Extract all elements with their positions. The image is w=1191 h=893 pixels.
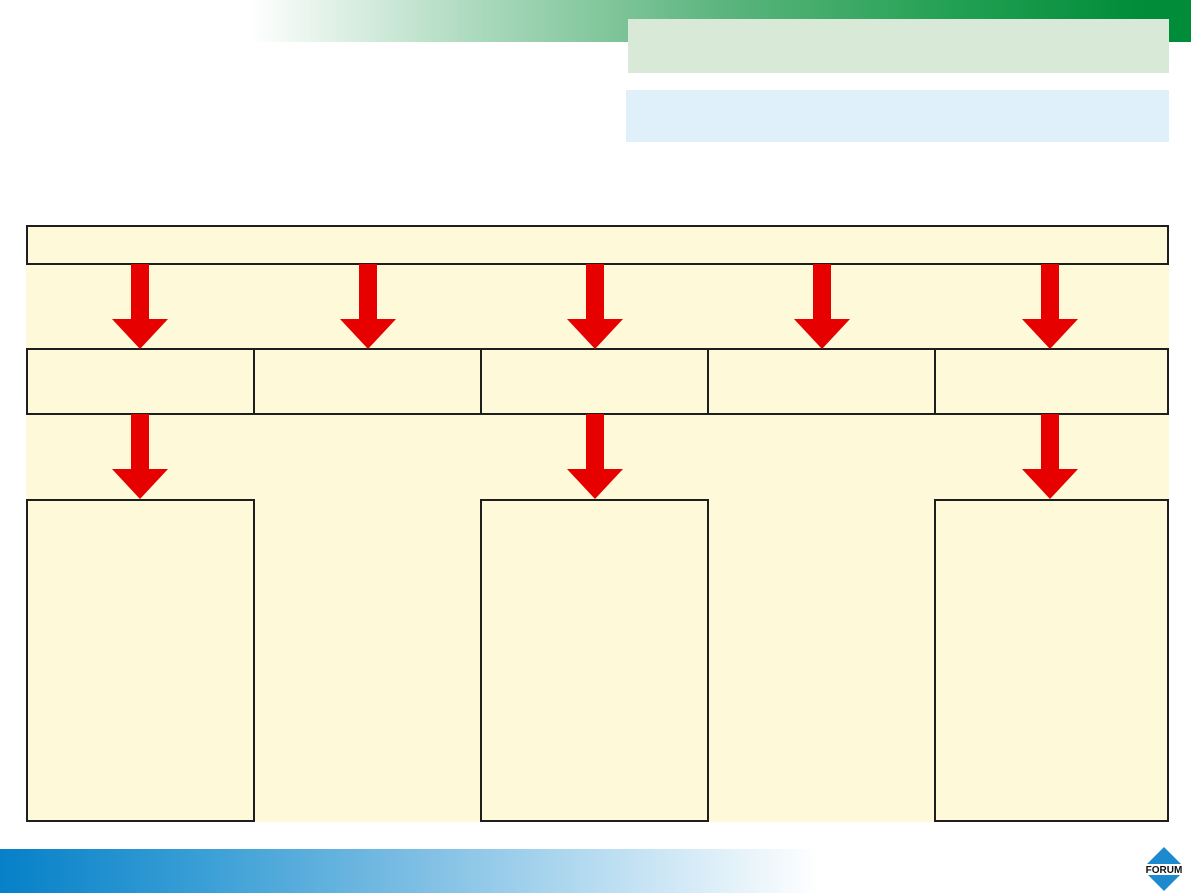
forum-logo: FORUM: [1142, 847, 1186, 891]
level3-box-3: [480, 499, 709, 822]
arrow-down-icon: [1022, 414, 1078, 499]
level2-box-3: [480, 348, 709, 415]
arrow-down-icon: [567, 414, 623, 499]
level3-box-5: [934, 499, 1169, 822]
arrow-down-icon: [1022, 264, 1078, 349]
level2-box-5: [934, 348, 1169, 415]
level3-box-1: [26, 499, 255, 822]
logo-text: FORUM: [1146, 865, 1183, 876]
top-box: [26, 225, 1169, 265]
arrow-down-icon: [794, 264, 850, 349]
title-box: [628, 19, 1169, 73]
arrow-down-icon: [340, 264, 396, 349]
arrow-down-icon: [567, 264, 623, 349]
level2-box-4: [707, 348, 936, 415]
bottom-gradient-band: [0, 849, 820, 893]
level2-box-1: [26, 348, 255, 415]
arrow-down-icon: [112, 264, 168, 349]
arrow-down-icon: [112, 414, 168, 499]
level2-box-2: [253, 348, 482, 415]
subtitle-box: [626, 90, 1169, 142]
